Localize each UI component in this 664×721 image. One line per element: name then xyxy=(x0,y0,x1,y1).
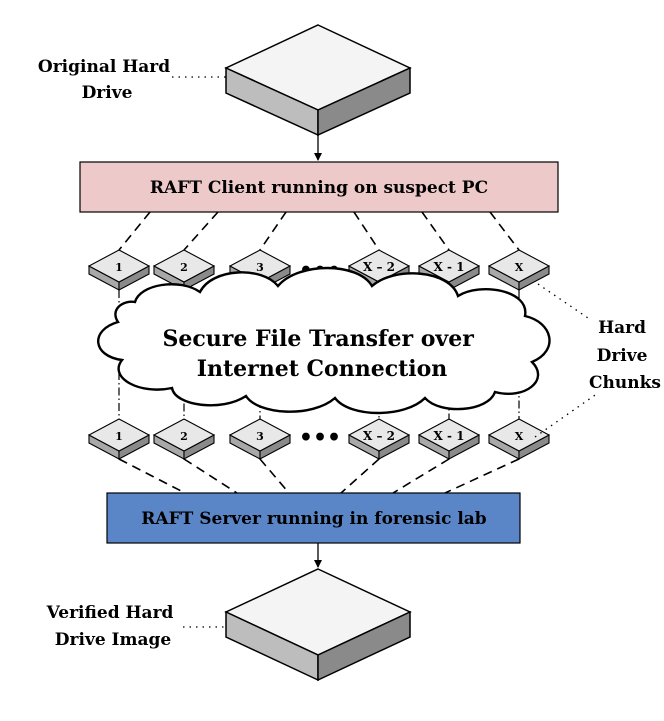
chunk-server-link xyxy=(259,458,290,494)
client-chunk-link xyxy=(421,211,450,251)
chunk-label: 2 xyxy=(180,430,188,443)
chunks-ellipsis-bottom: ••• xyxy=(299,425,341,451)
chunk-top-face xyxy=(87,249,151,283)
chunk-top-face xyxy=(152,418,216,452)
raft-server-box xyxy=(106,492,521,544)
chunk-label: 1 xyxy=(115,261,123,274)
bottom-chunk-4-icon: X – 2 xyxy=(347,418,411,460)
chunk-label: X xyxy=(515,430,524,443)
bottom-chunk-6-icon: X xyxy=(487,418,551,460)
chunks-leader-top xyxy=(537,283,589,319)
raft-server-label: RAFT Server running in forensic lab xyxy=(141,509,487,529)
chunk-label: X xyxy=(515,261,524,274)
chunk-label: 3 xyxy=(256,430,264,443)
bottom-chunk-5-icon: X - 1 xyxy=(417,418,481,460)
original-drive-label: Original Hard Drive xyxy=(38,57,176,103)
chunk-server-link xyxy=(118,458,186,494)
client-chunk-link xyxy=(183,211,219,251)
chunk-top-face xyxy=(417,249,481,283)
chunk-top-face xyxy=(487,418,551,452)
chunk-server-link xyxy=(392,458,450,494)
chunk-server-link xyxy=(340,458,380,494)
chunk-server-link xyxy=(183,458,238,494)
chunk-top-face xyxy=(228,418,292,452)
bottom-chunk-1-icon: 1 xyxy=(87,418,151,460)
original-hard-drive-icon xyxy=(224,24,412,137)
hard-drive-chunks-label: Hard Drive Chunks xyxy=(589,318,661,393)
chunk-top-face xyxy=(487,249,551,283)
verified-hard-drive-icon xyxy=(224,568,412,682)
drive-right-face xyxy=(317,66,411,137)
client-chunk-link xyxy=(259,211,287,251)
chunks-leader-bottom xyxy=(534,392,599,438)
chunk-label: 1 xyxy=(115,430,123,443)
drive-right-face xyxy=(317,610,411,682)
client-chunk-link xyxy=(353,211,380,251)
raft-client-label: RAFT Client running on suspect PC xyxy=(150,178,488,198)
chunk-server-link xyxy=(444,458,520,494)
chunk-label: X - 1 xyxy=(434,429,465,443)
cloud-label: Secure File Transfer over Internet Conne… xyxy=(163,326,482,382)
chunk-top-face xyxy=(87,418,151,452)
chunk-top-face xyxy=(152,249,216,283)
chunk-top-face xyxy=(417,418,481,452)
chunk-label: X – 2 xyxy=(363,260,395,274)
bottom-chunk-3-icon: 3 xyxy=(228,418,292,460)
verified-drive-label: Verified Hard Drive Image xyxy=(46,603,180,650)
chunk-label: X – 2 xyxy=(363,429,395,443)
chunk-top-face xyxy=(347,418,411,452)
client-chunk-link xyxy=(489,211,520,251)
top-chunk-1-icon: 1 xyxy=(87,249,151,291)
chunk-label: 3 xyxy=(256,261,264,274)
cloud-icon xyxy=(97,266,551,415)
chunks-row-bottom: 1 2 3 X – 2 X - 1 X xyxy=(87,418,551,460)
cloud-shape xyxy=(97,266,551,415)
client-chunk-link xyxy=(118,211,151,251)
chunk-label: X - 1 xyxy=(434,260,465,274)
raft-client-box xyxy=(79,161,559,213)
chunk-label: 2 xyxy=(180,261,188,274)
top-chunk-6-icon: X xyxy=(487,249,551,291)
bottom-chunk-2-icon: 2 xyxy=(152,418,216,460)
